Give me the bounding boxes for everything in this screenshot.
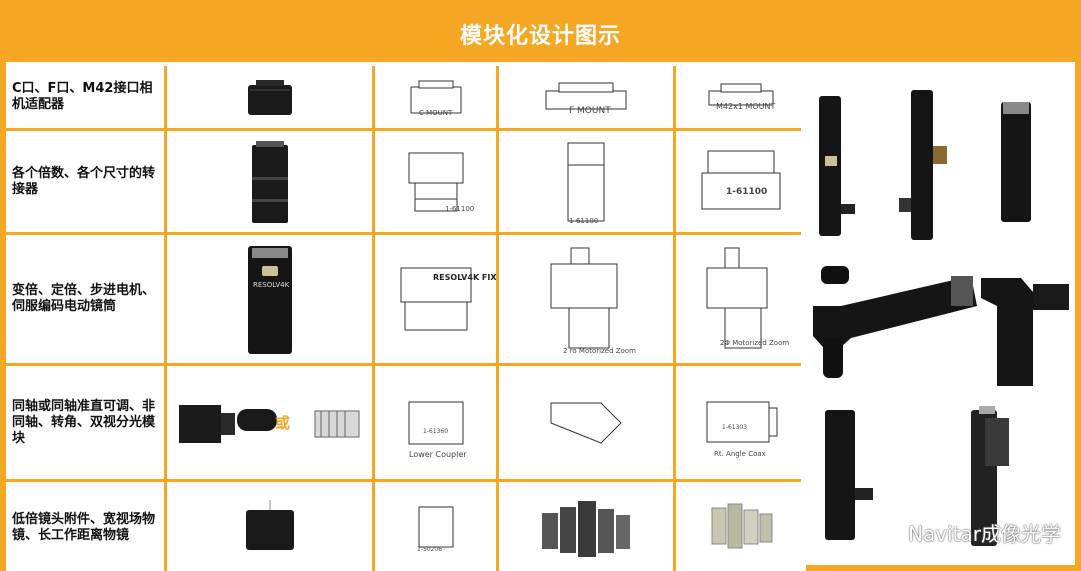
adapter-photo bbox=[167, 66, 372, 128]
row-label-text: C口、F口、M42接口相机适配器 bbox=[12, 81, 153, 112]
converter-b-caption: 1-61100 bbox=[569, 217, 599, 225]
coaxial-module-images bbox=[178, 404, 359, 443]
lower-coupler-drawing: 1-61360 Lower Coupler bbox=[375, 366, 496, 479]
camera-adapter-image bbox=[247, 80, 292, 115]
motorized-zoom-drawing-b: 2Φ Motorized Zoom bbox=[676, 235, 806, 363]
c-mount-caption: C MOUNT bbox=[419, 109, 453, 117]
right-angle-coax-caption: Rt. Angle Coax bbox=[714, 450, 766, 458]
wechat-icon bbox=[872, 521, 901, 543]
angled-module-image bbox=[550, 402, 622, 444]
c-mount-adapter-drawing bbox=[410, 80, 461, 114]
converter-photo bbox=[167, 131, 372, 232]
lower-coupler-caption: Lower Coupler bbox=[409, 450, 467, 459]
row-label-adapters: C口、F口、M42接口相机适配器 bbox=[6, 66, 164, 128]
converter-drawing-c-image bbox=[701, 150, 781, 209]
angled-module-drawing bbox=[499, 366, 673, 479]
right-angle-coax-drawing: 1-61303 Rt. Angle Coax bbox=[676, 366, 806, 479]
motorized-zoom-a-image bbox=[550, 247, 618, 349]
converter-drawing-b: 1-61100 bbox=[499, 131, 673, 232]
m42-mount-caption: M42x1 MOUNT bbox=[716, 102, 776, 111]
right-angle-coax-code: 1-61303 bbox=[722, 424, 748, 431]
m42-mount-drawing: M42x1 MOUNT bbox=[676, 66, 806, 128]
f-mount-adapter-drawing bbox=[545, 82, 627, 110]
long-wd-objectives-photo bbox=[676, 482, 806, 571]
attachment-drawing: 1-50206 bbox=[375, 482, 496, 571]
row-label-zoom-tubes: 变倍、定倍、步进电机、伺服编码电动镜筒 bbox=[6, 235, 164, 363]
lower-coupler-code: 1-61360 bbox=[423, 428, 449, 435]
resolv4k-label: RESOLV4K bbox=[253, 281, 290, 289]
motorized-zoom-b-caption: 2Φ Motorized Zoom bbox=[720, 339, 790, 347]
attachment-drawing-image bbox=[418, 506, 453, 547]
row-label-objectives: 低倍镜头附件、宽视场物镜、长工作距离物镜 bbox=[6, 482, 164, 571]
converter-c-caption: 1-61100 bbox=[726, 187, 768, 197]
page-title: 模块化设计图示 bbox=[6, 6, 1075, 62]
row-label-text: 变倍、定倍、步进电机、伺服编码电动镜筒 bbox=[12, 283, 156, 314]
right-angle-coax-image bbox=[706, 401, 778, 442]
watermark: Navitar成像光学 bbox=[872, 518, 1061, 547]
converter-image bbox=[251, 140, 288, 223]
watermark-text: Navitar成像光学 bbox=[908, 522, 1061, 546]
f-mount-caption: F MOUNT bbox=[569, 106, 611, 116]
lower-coupler-image bbox=[408, 401, 463, 444]
wide-field-objectives-photo bbox=[499, 482, 673, 571]
or-separator: 或 bbox=[275, 414, 291, 432]
low-mag-attachment-photo bbox=[167, 482, 372, 571]
row-label-converters: 各个倍数、各个尺寸的转接器 bbox=[6, 131, 164, 232]
zoom-tube-photo: RESOLV4K bbox=[167, 235, 372, 363]
resolv4k-tube-image bbox=[247, 246, 292, 354]
row-label-text: 低倍镜头附件、宽视场物镜、长工作距离物镜 bbox=[12, 511, 156, 543]
motorized-zoom-b-image bbox=[706, 247, 768, 349]
coaxial-photos: 或 bbox=[167, 366, 372, 479]
row-label-text: 同轴或同轴准直可调、非同轴、转角、双视分光模块 bbox=[12, 398, 156, 446]
converter-drawing-c: 1-61100 bbox=[676, 131, 806, 232]
f-mount-drawing: F MOUNT bbox=[499, 66, 673, 128]
fixed-tube-drawing: RESOLV4K FIXED bbox=[375, 235, 496, 363]
fixed-tube-caption: RESOLV4K FIXED bbox=[433, 273, 496, 282]
module-table: C口、F口、M42接口相机适配器 C MOUNT F MOUNT M42x1 M… bbox=[6, 66, 806, 571]
c-mount-drawing: C MOUNT bbox=[375, 66, 496, 128]
low-mag-attachment-image bbox=[245, 499, 294, 550]
title-divider bbox=[6, 62, 1075, 66]
converter-drawing-a: 1-61100 bbox=[375, 131, 496, 232]
assembled-systems-panel bbox=[801, 66, 1075, 565]
converter-drawing-b-image bbox=[567, 142, 605, 221]
resolv4k-fixed-drawing bbox=[400, 267, 471, 331]
attachment-caption: 1-50206 bbox=[417, 546, 443, 553]
converter-drawing-a-image bbox=[408, 152, 463, 211]
wide-field-objectives-image bbox=[542, 500, 630, 557]
long-wd-objectives-image bbox=[711, 503, 773, 548]
motorized-zoom-a-caption: 2 ro Motorized Zoom bbox=[563, 347, 636, 355]
converter-a-caption: 1-61100 bbox=[445, 205, 475, 213]
assembled-systems-image bbox=[813, 90, 1069, 546]
row-label-text: 各个倍数、各个尺寸的转接器 bbox=[12, 165, 156, 197]
motorized-zoom-drawing-a: 2 ro Motorized Zoom bbox=[499, 235, 673, 363]
m42-mount-adapter-drawing bbox=[708, 83, 774, 106]
row-label-coaxial-modules: 同轴或同轴准直可调、非同轴、转角、双视分光模块 bbox=[6, 366, 164, 479]
